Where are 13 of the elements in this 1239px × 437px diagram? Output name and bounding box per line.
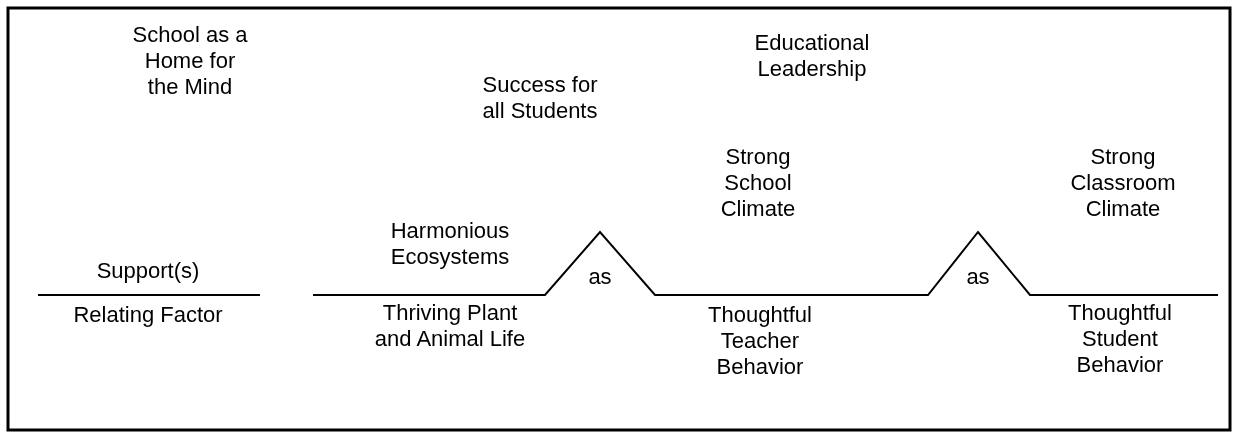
term-text: Relating Factor (72, 302, 224, 328)
term-text: Thoughtful Teacher Behavior (707, 302, 813, 380)
term-text: Thriving Plant and Animal Life (373, 300, 527, 352)
heading-text: School as a Home for the Mind (131, 22, 249, 100)
connector-word: as (965, 264, 991, 290)
term-text: Thoughtful Student Behavior (1067, 300, 1173, 378)
heading-text: Educational Leadership (753, 30, 871, 82)
heading-text: Success for all Students (481, 72, 599, 124)
term-text: Strong Classroom Climate (1069, 144, 1177, 222)
term-text: Support(s) (95, 258, 201, 284)
connector-word: as (587, 264, 613, 290)
term-text: Strong School Climate (719, 144, 797, 222)
term-text: Harmonious Ecosystems (389, 218, 511, 270)
